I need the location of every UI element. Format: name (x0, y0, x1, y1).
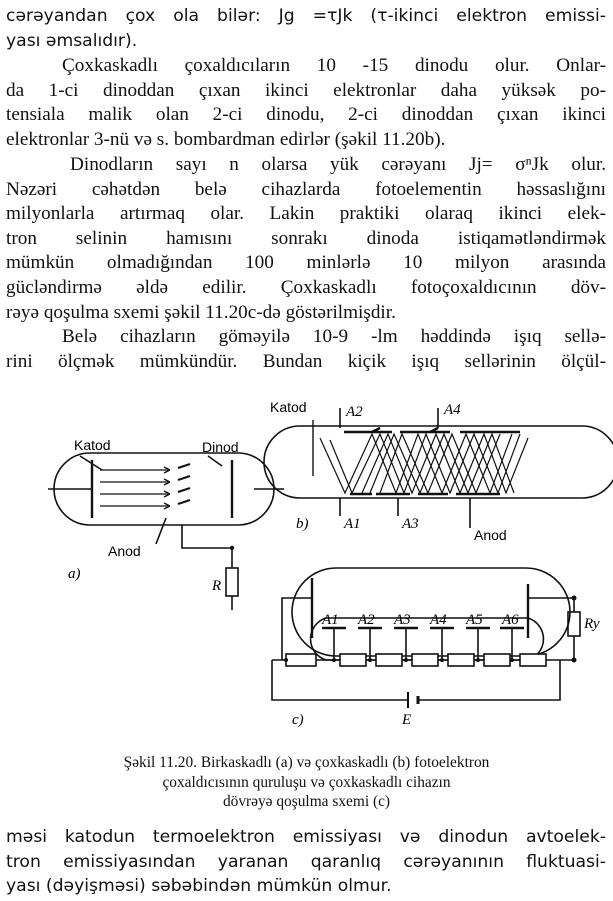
text-line: tron selinin hamısını sonrakı dinoda ist… (6, 227, 606, 249)
text-line: məsi katodun termoelektron emissiyası və… (6, 827, 606, 847)
label-katod-b: Katod (270, 399, 307, 415)
tube-a (53, 452, 275, 526)
text-line: milyonlarla artırmaq olar. Lakin praktik… (6, 203, 606, 225)
paragraph-dinodes-count: Dinodların sayı n olarsa yük cərəyanı Jj… (6, 153, 606, 325)
caption-line: Şəkil 11.20. Birkaskadlı (a) və çoxkaska… (123, 754, 490, 771)
label-ry: Ry (583, 616, 600, 632)
label-dinod-a: Dinod (202, 439, 239, 455)
text-line: yası əmsalıdır). (6, 30, 138, 51)
tube-b (263, 425, 613, 499)
text-line: yası (dəyişməsi) səbəbindən mümkün olmur… (6, 876, 392, 897)
caption-line: çoxaldıcısının quruluşu və çoxkaskadlı c… (162, 773, 451, 791)
text-line: tensiala malik olan 2-ci dinodu, 2-ci di… (6, 104, 606, 126)
label-c-a3: A3 (393, 612, 411, 628)
label-anod-b: Anod (474, 527, 507, 543)
label-a4: A4 (443, 402, 461, 418)
figure-11-20: Katod Dinod Anod a) R Katod A2 A4 A1 A3 … (0, 398, 613, 743)
text-line: tron emissiyasından yaranan qaranlıq cər… (6, 851, 606, 872)
text-line: Belə cihazların göməyilə 10-9 -lm həddin… (62, 326, 606, 347)
label-c-a1: A1 (321, 612, 339, 628)
label-c-a2: A2 (357, 612, 375, 628)
text-line: rəyə qoşulma sxemi şəkil 11.20c-də göstə… (6, 301, 396, 323)
label-c-a5: A5 (465, 612, 483, 628)
label-tag-b: b) (296, 516, 309, 532)
text-line: Nəzəri cəhətdən belə cihazlarda fotoelem… (6, 178, 606, 200)
label-a1-b: A1 (343, 516, 361, 532)
label-e: E (401, 712, 411, 728)
figure-drawing: Katod Dinod Anod a) R Katod A2 A4 A1 A3 … (48, 399, 613, 728)
text-line: rini ölçmək mümkündür. Bundan kiçik işıq… (6, 350, 606, 372)
label-r: R (211, 578, 221, 594)
caption-line: dövrəyə qoşulma sxemi (c) (222, 793, 391, 810)
text-line: Çoxkaskadlı çoxaldıcıların 10 -15 dinodu… (62, 55, 606, 76)
label-a3: A3 (401, 516, 419, 532)
label-a2: A2 (345, 404, 363, 420)
paragraph-continuation: cərəyandan çox ola bilər: Jg =τJk (τ-iki… (6, 4, 606, 53)
figure-caption: Şəkil 11.20. Birkaskadlı (a) və çoxkaska… (0, 753, 613, 812)
label-anod-a: Anod (108, 543, 141, 559)
text-line: Dinodların sayı n olarsa yük cərəyanı Jj… (70, 154, 606, 175)
label-tag-a: a) (68, 566, 81, 582)
paragraph-dark-current: məsi katodun termoelektron emissiyası və… (6, 825, 606, 899)
paragraph-multicascade: Çoxkaskadlı çoxaldıcıların 10 -15 dinodu… (6, 54, 606, 152)
paragraph-measurement: Belə cihazların göməyilə 10-9 -lm həddin… (6, 325, 606, 374)
text-line: da 1-ci dinoddan çıxan ikinci elektronla… (6, 79, 606, 101)
text-line: elektronlar 3-nü və s. bombardman edirlə… (6, 128, 446, 150)
label-tag-c: c) (292, 712, 304, 728)
text-line: cərəyandan çox ola bilər: Jg =τJk (τ-iki… (6, 6, 606, 26)
label-c-a4: A4 (429, 612, 447, 628)
text-line: mümkün olmadığından 100 minlərlə 10 mily… (6, 252, 606, 274)
label-c-a6: A6 (501, 612, 519, 628)
text-line: gücləndirmə əldə edilir. Çoxkaskadlı fot… (6, 276, 606, 298)
label-katod-a: Katod (74, 437, 111, 453)
